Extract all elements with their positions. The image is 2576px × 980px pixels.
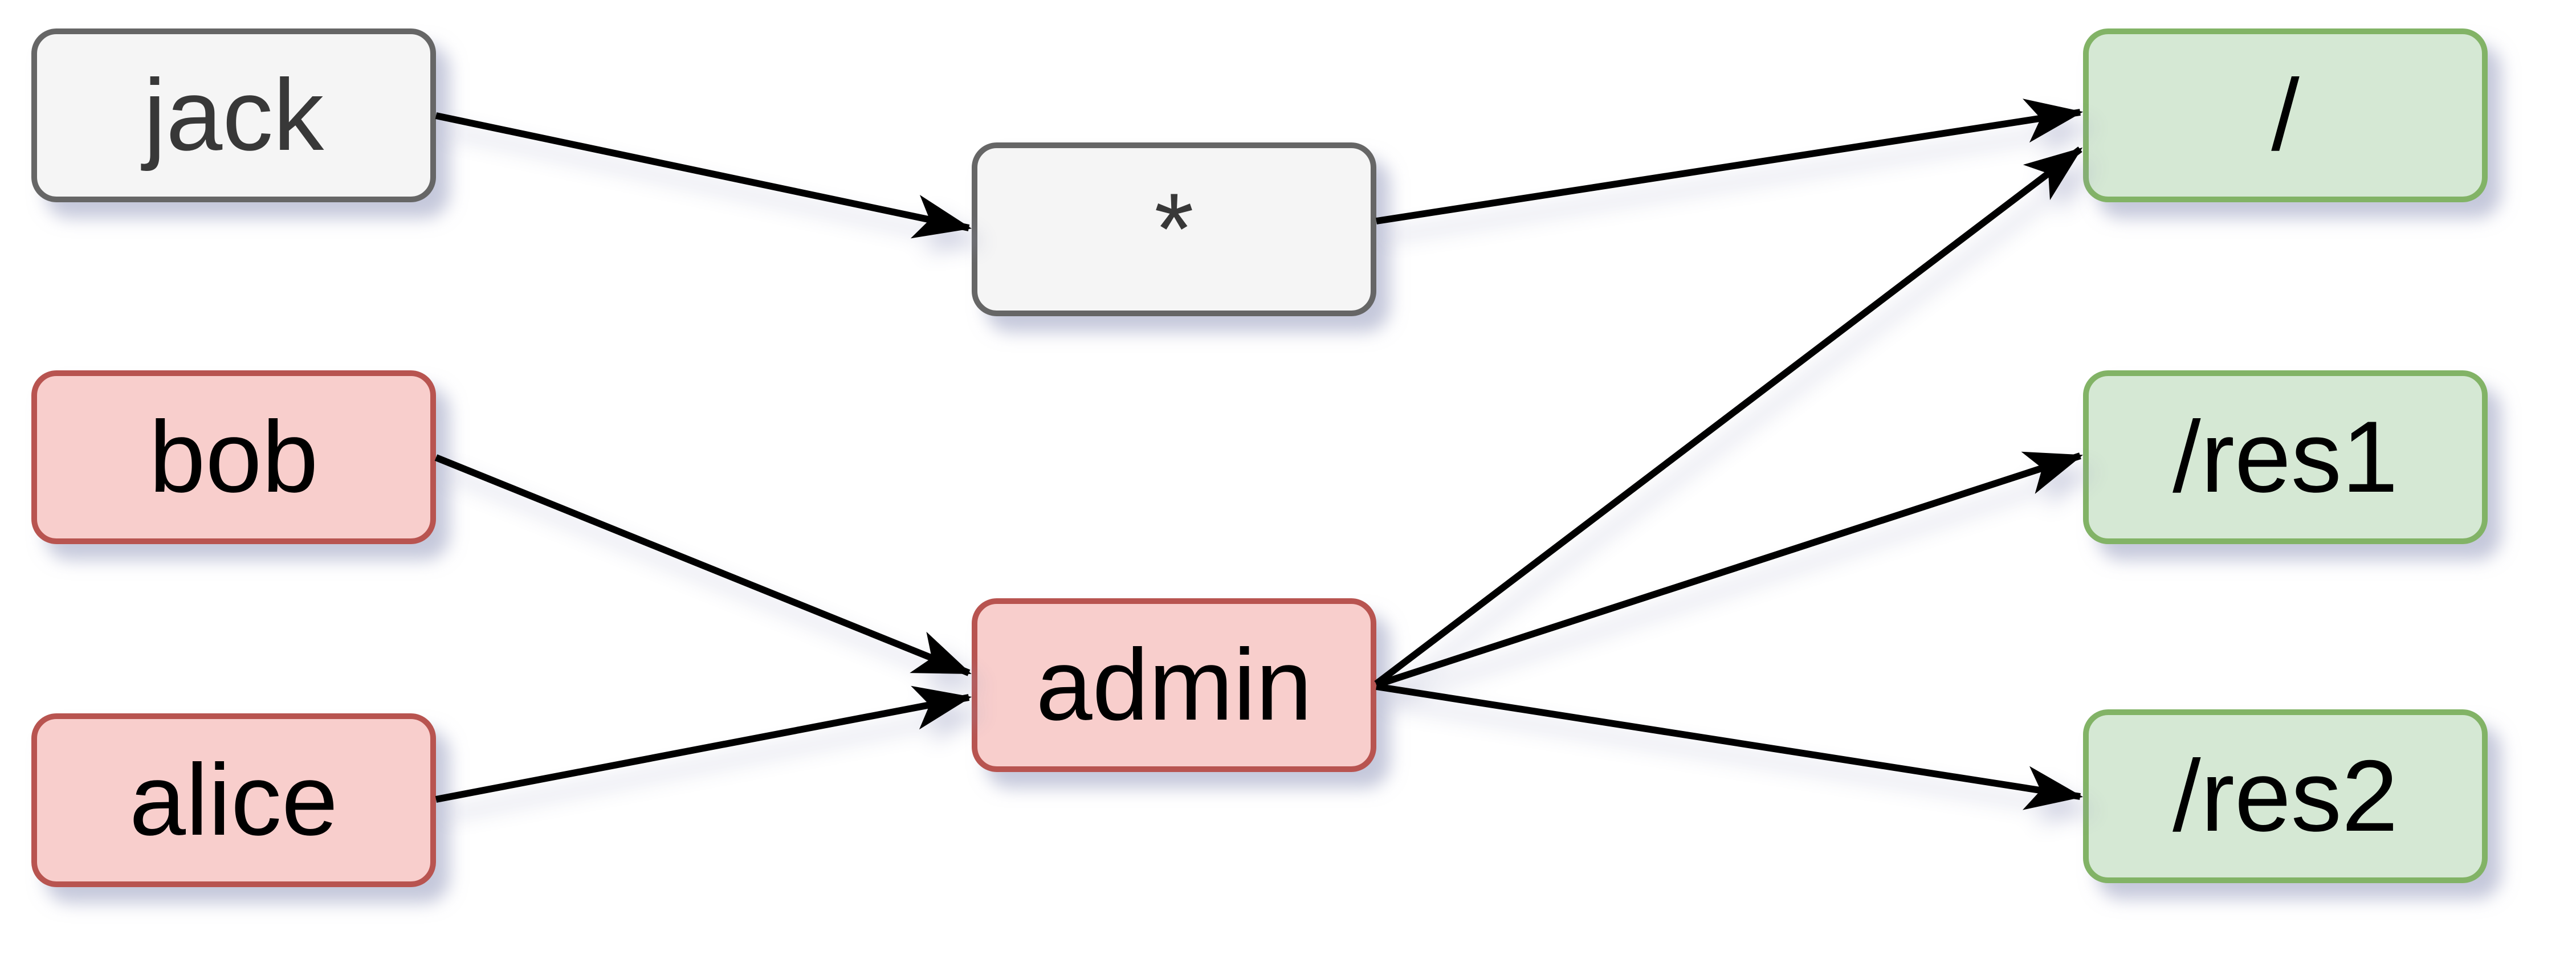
node-admin-label: admin [1036,628,1313,742]
edge-star-to-root [1376,99,2084,224]
node-alice: alice [31,713,436,887]
edge-admin-to-root [1374,146,2083,687]
edge-admin-to-res1 [1375,451,2083,688]
node-bob-label: bob [149,400,319,514]
node-res1-label: /res1 [2173,400,2398,514]
edge-admin-to-res2 [1376,683,2084,810]
node-admin: admin [972,598,1376,772]
node-jack: jack [31,28,436,202]
node-root-label: / [2271,58,2300,172]
node-jack-label: jack [143,58,324,172]
edge-bob-to-admin [434,454,972,676]
node-star-label: * [1154,172,1194,286]
node-bob: bob [31,370,436,544]
node-root: / [2083,28,2488,202]
node-star: * [972,142,1376,316]
node-res1: /res1 [2083,370,2488,544]
edge-alice-to-admin [435,685,972,803]
node-res2: /res2 [2083,709,2488,883]
edge-jack-to-star [435,112,972,239]
node-res2-label: /res2 [2173,739,2398,853]
node-alice-label: alice [129,743,339,857]
